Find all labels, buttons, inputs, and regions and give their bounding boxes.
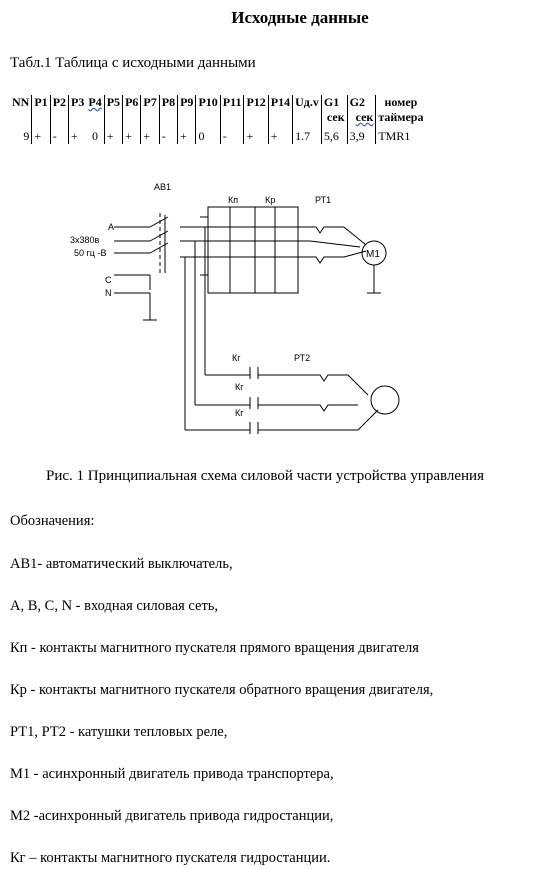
- col-p12: P12: [243, 95, 269, 129]
- cell-p7: +: [140, 129, 160, 144]
- col-p4: P4: [88, 95, 102, 109]
- col-p6: P6: [122, 95, 141, 129]
- av1-label: АВ1: [154, 182, 171, 192]
- line-n-label: N: [105, 288, 112, 298]
- col-ud: Uд.v: [292, 95, 322, 129]
- kg-label-1: Кг: [232, 353, 241, 363]
- legend-heading: Обозначения:: [10, 513, 95, 529]
- cell-nn: 9: [23, 129, 30, 143]
- kg-label-2: Кг: [235, 382, 244, 392]
- cell-ud: 1.7: [292, 129, 322, 144]
- freq-b-label: 50 гц -B: [74, 248, 106, 258]
- table-caption: Табл.1 Таблица с исходными данными: [10, 55, 256, 71]
- legend-item: М1 - асинхронный двигатель привода транс…: [10, 766, 334, 782]
- source-data-table: NN P1 P2 P3 P4 P5 P6 P7 P8 P9 P10 P11 P1…: [10, 95, 426, 144]
- col-p14: P14: [267, 95, 293, 129]
- col-p1: P1: [31, 95, 51, 129]
- col-p8: P8: [158, 95, 178, 129]
- cell-p1: +: [31, 129, 51, 144]
- figure-caption: Рис. 1 Принципиальная схема силовой част…: [46, 468, 484, 484]
- legend-item: Кр - контакты магнитного пускателя обрат…: [10, 682, 434, 698]
- cell-p2: -: [49, 129, 69, 144]
- cell-p4: 0: [92, 129, 99, 143]
- kr-label: Кр: [265, 195, 275, 205]
- legend-item: М2 -асинхронный двигатель привода гидрос…: [10, 808, 334, 824]
- m1-label: М1: [366, 249, 380, 260]
- col-p5: P5: [103, 95, 123, 129]
- line-a-label: A: [108, 222, 114, 232]
- col-p11: P11: [219, 95, 244, 129]
- cell-p12: +: [243, 129, 269, 144]
- cell-p6: +: [122, 129, 141, 144]
- legend-item: Кп - контакты магнитного пускателя прямо…: [10, 640, 419, 656]
- rt2-label: РТ2: [294, 353, 310, 363]
- kg-label-3: Кг: [235, 408, 244, 418]
- col-g1: G1 сек: [320, 95, 348, 129]
- legend-item: Кг – контакты магнитного пускателя гидро…: [10, 850, 331, 866]
- cell-timer: TMR1: [375, 129, 426, 144]
- col-p10: P10: [195, 95, 221, 129]
- cell-p14: +: [267, 129, 293, 144]
- supply-label: 3x380в: [70, 235, 100, 245]
- cell-p10: 0: [195, 129, 221, 144]
- line-c-label: C: [105, 275, 112, 285]
- legend-item: АВ1- автоматический выключатель,: [10, 556, 233, 572]
- col-p3: P3: [68, 95, 87, 129]
- table-row: 9 + - + 0 + + + - + 0 - + + 1.7 5,6 3,9 …: [10, 129, 426, 144]
- cell-p5: +: [103, 129, 123, 144]
- legend-item: РТ1, РТ2 - катушки тепловых реле,: [10, 724, 228, 740]
- col-p2: P2: [49, 95, 69, 129]
- cell-p9: +: [177, 129, 196, 144]
- legend-item: А, В, С, N - входная силовая сеть,: [10, 598, 219, 614]
- col-g2: G2 сек: [346, 95, 376, 129]
- cell-p8: -: [158, 129, 178, 144]
- power-circuit-diagram: АВ1 Кп Кр РТ1 A 3x380в 50 гц -B C N М1: [70, 182, 400, 434]
- cell-g2: 3,9: [346, 129, 376, 144]
- cell-p3: +: [68, 129, 87, 144]
- page-title: Исходные данные: [231, 8, 369, 27]
- kp-label: Кп: [228, 195, 238, 205]
- rt1-label: РТ1: [315, 195, 331, 205]
- col-p9: P9: [177, 95, 196, 129]
- cell-p11: -: [219, 129, 244, 144]
- col-nn: NN: [12, 95, 30, 109]
- table-header-row: NN P1 P2 P3 P4 P5 P6 P7 P8 P9 P10 P11 P1…: [10, 95, 426, 129]
- cell-g1: 5,6: [320, 129, 348, 144]
- col-p7: P7: [140, 95, 160, 129]
